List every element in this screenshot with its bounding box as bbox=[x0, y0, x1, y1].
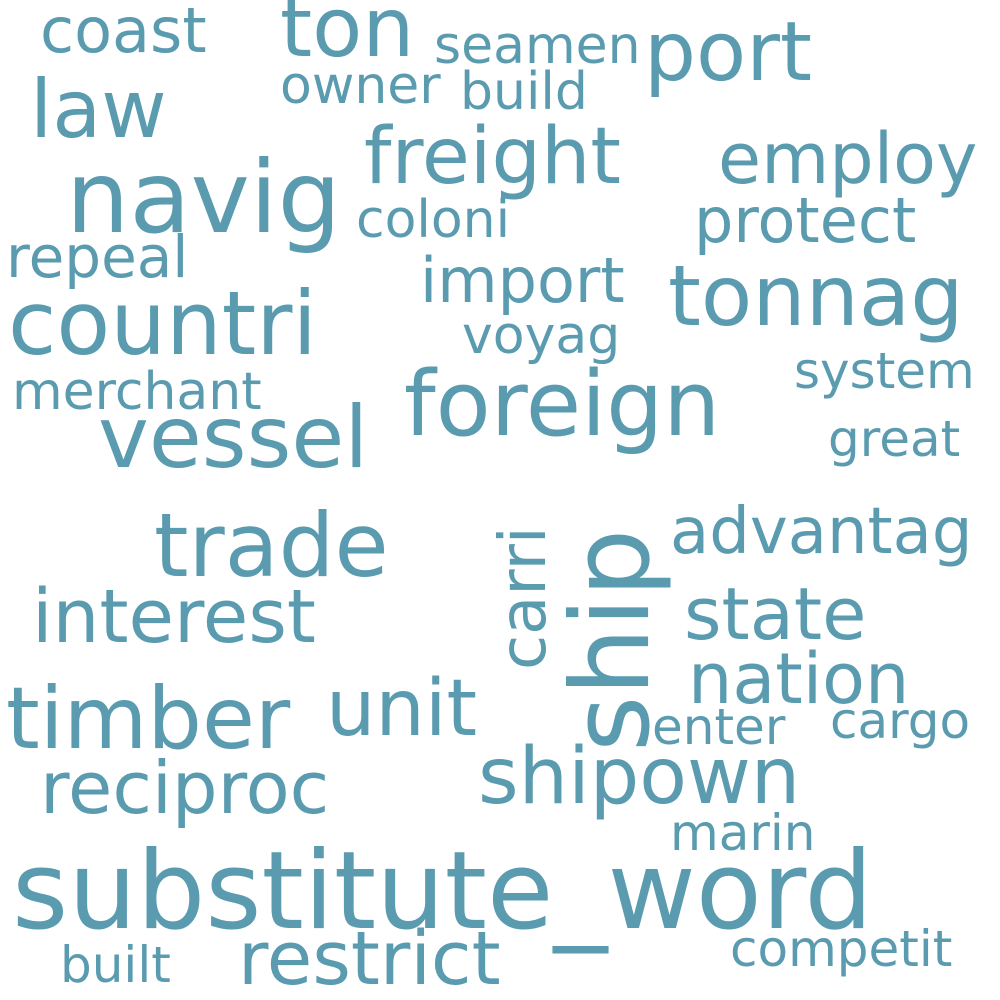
word-voyag: voyag bbox=[462, 306, 621, 366]
word-repeal: repeal bbox=[6, 223, 189, 291]
word-substitute-word: substitute_word bbox=[12, 829, 873, 954]
word-restrict: restrict bbox=[238, 916, 501, 1000]
word-ton: ton bbox=[280, 0, 415, 76]
word-owner: owner bbox=[280, 56, 441, 116]
word-foreign: foreign bbox=[404, 352, 721, 457]
word-freight: freight bbox=[364, 112, 622, 202]
word-law: law bbox=[30, 63, 167, 156]
word-carri: carri bbox=[487, 526, 561, 670]
word-cargo: cargo bbox=[830, 692, 971, 750]
word-advantag: advantag bbox=[670, 495, 973, 569]
word-import: import bbox=[420, 244, 625, 317]
word-navig: navig bbox=[66, 139, 342, 256]
word-nation: nation bbox=[688, 638, 910, 720]
word-system: system bbox=[794, 342, 975, 400]
word-interest: interest bbox=[32, 574, 316, 660]
word-competit: competit bbox=[730, 920, 953, 978]
word-seamen: seamen bbox=[434, 16, 641, 76]
word-trade: trade bbox=[154, 494, 389, 597]
word-state: state bbox=[684, 572, 867, 656]
word-ship: ship bbox=[549, 528, 674, 752]
word-timber: timber bbox=[6, 669, 291, 769]
word-vessel: vessel bbox=[98, 388, 369, 488]
word-reciproc: reciproc bbox=[40, 746, 330, 830]
word-employ: employ bbox=[718, 118, 978, 200]
word-coloni: coloni bbox=[356, 190, 511, 250]
word-merchant: merchant bbox=[12, 362, 262, 422]
word-shipown: shipown bbox=[478, 732, 801, 822]
word-protect: protect bbox=[694, 184, 917, 257]
word-unit: unit bbox=[326, 664, 478, 754]
word-countri: countri bbox=[8, 272, 317, 375]
word-build: build bbox=[460, 62, 588, 122]
word-marin: marin bbox=[670, 804, 816, 862]
word-coast: coast bbox=[40, 0, 207, 67]
word-built: built bbox=[60, 936, 171, 994]
word-enter: enter bbox=[652, 698, 786, 756]
word-great: great bbox=[828, 410, 961, 468]
word-port: port bbox=[644, 5, 813, 100]
word-tonnag: tonnag bbox=[668, 247, 964, 345]
